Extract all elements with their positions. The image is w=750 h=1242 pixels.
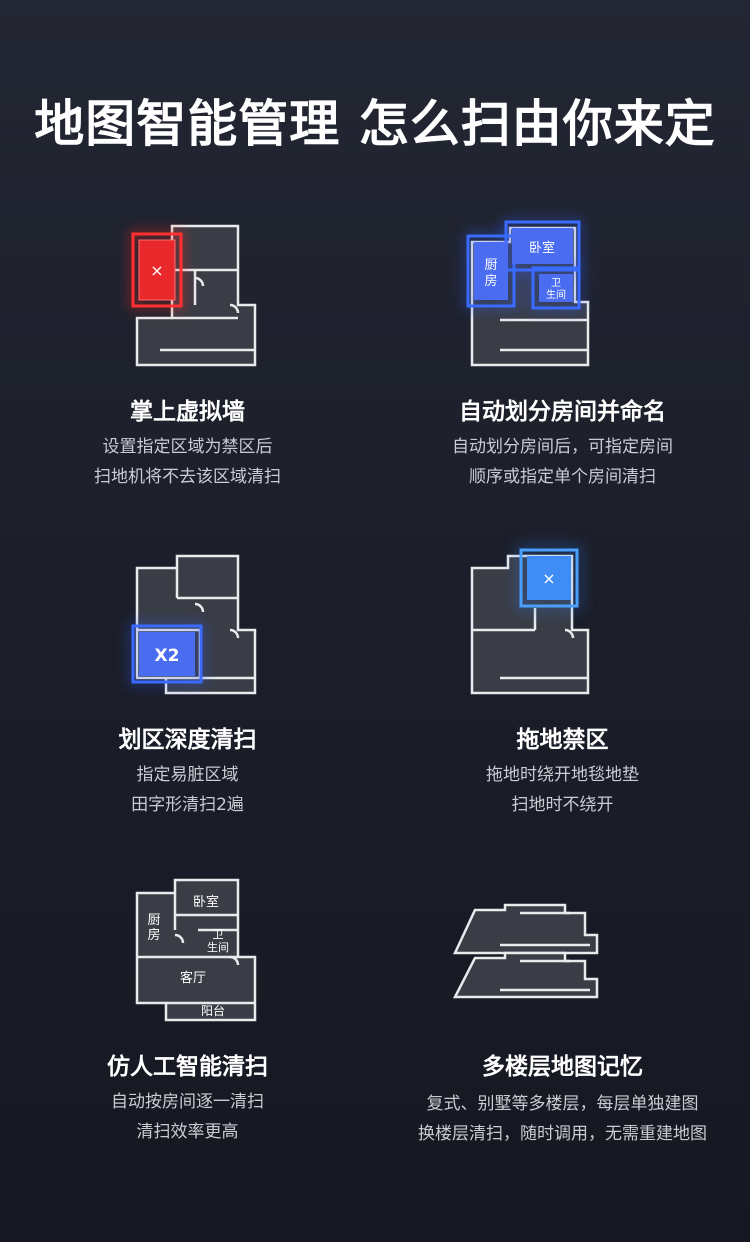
feature-desc-line: 设置指定区域为禁区后 — [102, 437, 273, 457]
floorplan-mop-zone-icon: × — [470, 548, 590, 695]
feature-desc-line: 指定易脏区域 — [136, 765, 239, 785]
floorplan-rooms-icon: 厨 房 卧室 卫 生间 — [466, 220, 590, 367]
feature-mop-zone: × 拖地禁区 拖地时绕开地毯地垫 扫地时不绕开 — [375, 548, 750, 818]
room-label: 生间 — [207, 940, 229, 954]
feature-title: 掌上虚拟墙 — [130, 399, 245, 425]
room-label: 客厅 — [180, 970, 206, 986]
page-title: 地图智能管理 怎么扫由你来定 — [34, 95, 716, 153]
feature-desc-line: 清扫效率更高 — [136, 1122, 239, 1142]
feature-desc-line: 田字形清扫2遍 — [131, 795, 244, 815]
feature-desc-line: 顺序或指定单个房间清扫 — [469, 467, 656, 487]
feature-title: 自动划分房间并命名 — [459, 399, 666, 425]
room-label: 卧室 — [529, 240, 555, 256]
room-label: 卫 — [551, 278, 561, 289]
feature-desc-line: 自动按房间逐一清扫 — [111, 1092, 264, 1112]
x-mark-icon: × — [542, 569, 555, 588]
feature-title: 拖地禁区 — [516, 727, 609, 753]
feature-desc-line: 拖地时绕开地毯地垫 — [486, 765, 639, 785]
feature-title: 多楼层地图记忆 — [482, 1054, 643, 1080]
room-label: 生间 — [546, 288, 566, 301]
feature-room-division: 厨 房 卧室 卫 生间 自动划分房间并命名 自动划分房间后，可指定房间 顺序或指… — [375, 220, 750, 490]
room-label: 房 — [147, 927, 160, 943]
feature-ai-clean: 厨 房 卧室 卫 生间 客厅 阳台 仿人工智能清扫 自动按房间逐一清扫 清扫效率… — [0, 875, 375, 1155]
floorplan-zone-clean-icon: X2 — [131, 554, 257, 695]
floorplan-virtual-wall-icon: × — [131, 224, 257, 367]
room-label: 房 — [484, 273, 497, 289]
room-label: 阳台 — [201, 1003, 225, 1018]
floorplan-labeled-icon: 厨 房 卧室 卫 生间 客厅 阳台 — [135, 878, 257, 1022]
room-label: 卧室 — [193, 894, 219, 910]
x-mark-icon: × — [150, 261, 163, 280]
multi-floor-map-icon — [452, 903, 599, 999]
feature-title: 仿人工智能清扫 — [107, 1054, 268, 1080]
feature-multi-floor: 多楼层地图记忆 复式、别墅等多楼层，每层单独建图 换楼层清扫，随时调用，无需重建… — [375, 875, 750, 1155]
x2-badge: X2 — [155, 646, 180, 666]
feature-zone-clean: X2 划区深度清扫 指定易脏区域 田字形清扫2遍 — [0, 548, 375, 818]
feature-desc-line: 扫地机将不去该区域清扫 — [94, 467, 281, 487]
feature-desc-line: 自动划分房间后，可指定房间 — [452, 437, 673, 457]
feature-desc-line: 换楼层清扫，随时调用，无需重建地图 — [418, 1124, 707, 1144]
feature-title: 划区深度清扫 — [118, 727, 257, 753]
feature-desc-line: 复式、别墅等多楼层，每层单独建图 — [426, 1094, 699, 1114]
feature-desc-line: 扫地时不绕开 — [511, 795, 614, 815]
room-label: 卫 — [213, 928, 224, 941]
feature-virtual-wall: × 掌上虚拟墙 设置指定区域为禁区后 扫地机将不去该区域清扫 — [0, 220, 375, 490]
room-label: 厨 — [147, 913, 160, 928]
room-label: 厨 — [484, 258, 497, 273]
